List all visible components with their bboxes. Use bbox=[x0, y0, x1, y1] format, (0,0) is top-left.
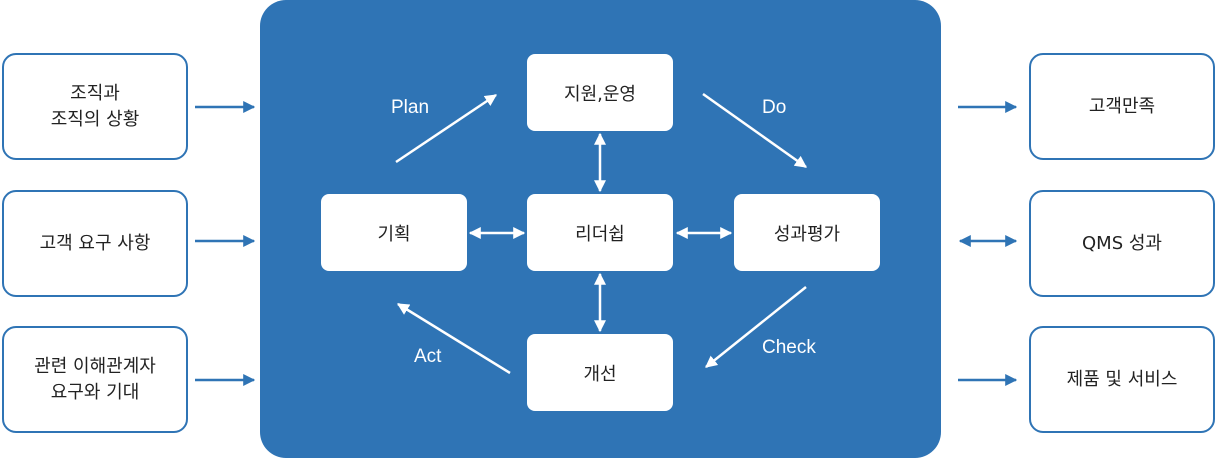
leadership-box: 리더쉽 bbox=[527, 194, 673, 271]
input-box-stakeholder-expectations: 관련 이해관계자 요구와 기대 bbox=[2, 326, 188, 433]
check-label: Check bbox=[762, 337, 816, 358]
act-label: Act bbox=[414, 346, 442, 367]
planning-box: 기획 bbox=[321, 194, 467, 271]
input-box-organization-context: 조직과 조직의 상황 bbox=[2, 53, 188, 160]
support-operation-box: 지원,운영 bbox=[527, 54, 673, 131]
output-box-customer-satisfaction: 고객만족 bbox=[1029, 53, 1215, 160]
input-box-customer-requirements: 고객 요구 사항 bbox=[2, 190, 188, 297]
do-label: Do bbox=[762, 97, 787, 118]
output-box-products-services: 제품 및 서비스 bbox=[1029, 326, 1215, 433]
performance-evaluation-box: 성과평가 bbox=[734, 194, 880, 271]
output-box-qms-performance: QMS 성과 bbox=[1029, 190, 1215, 297]
plan-label: Plan bbox=[391, 97, 430, 118]
improvement-box: 개선 bbox=[527, 334, 673, 411]
